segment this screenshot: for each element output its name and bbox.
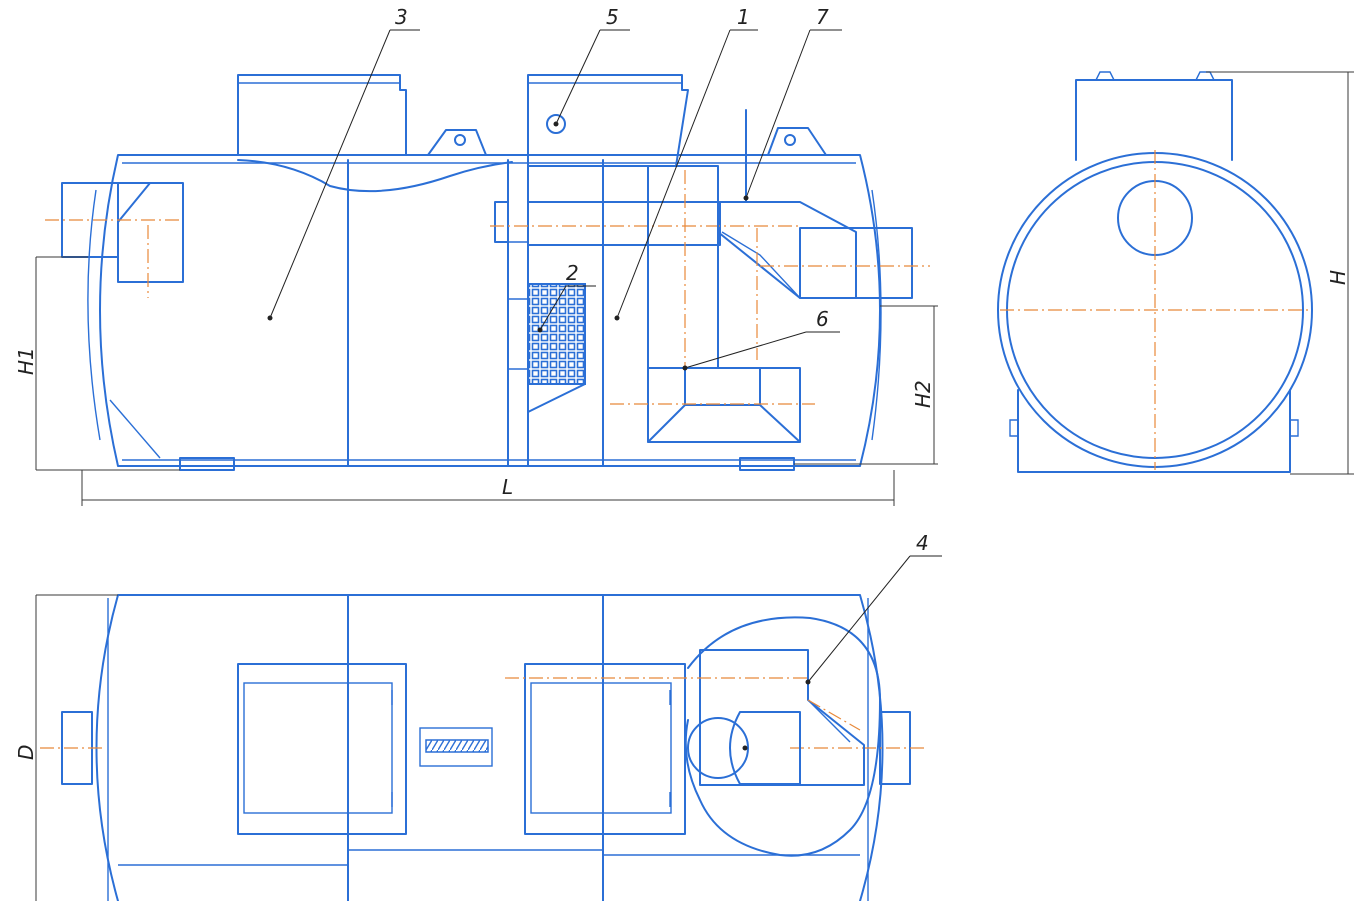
callout-5: 5 bbox=[553, 5, 630, 127]
callout-2-label: 2 bbox=[566, 261, 579, 285]
hatch-left bbox=[237, 663, 407, 835]
filter-hopper bbox=[527, 383, 586, 413]
neck-left bbox=[237, 74, 407, 156]
dim-d-label: D bbox=[14, 745, 38, 760]
callout-7-label: 7 bbox=[816, 5, 829, 29]
callout-3-label: 3 bbox=[395, 5, 408, 29]
dim-h2: H2 bbox=[794, 305, 938, 465]
callout-7: 7 bbox=[743, 5, 842, 201]
outlet-device-center bbox=[742, 745, 748, 751]
callout-6-label: 6 bbox=[816, 307, 829, 331]
dim-d: D bbox=[14, 594, 118, 901]
tank-body-inner-line bbox=[122, 162, 856, 461]
dim-h-label: H bbox=[1326, 270, 1350, 285]
outlet-device-axis-diag bbox=[807, 699, 861, 731]
plan-inlet bbox=[61, 711, 93, 785]
callout-6: 6 bbox=[682, 307, 840, 371]
end-view: H bbox=[997, 71, 1354, 475]
outlet-device-pipe bbox=[729, 711, 801, 785]
plan-bottom-lines bbox=[118, 849, 860, 866]
callout-1-label: 1 bbox=[737, 5, 750, 29]
dim-h1-label: H1 bbox=[14, 347, 38, 375]
dim-h: H bbox=[1206, 71, 1354, 475]
outlet-device-contour bbox=[684, 616, 881, 857]
callout-2: 2 bbox=[537, 261, 596, 333]
neck-left-dome bbox=[237, 159, 513, 193]
inlet-pipe bbox=[61, 182, 119, 258]
outlet-device-elbow bbox=[807, 699, 851, 743]
top-view: D bbox=[14, 594, 925, 901]
lifting-lug-left bbox=[427, 129, 487, 156]
drain-grate bbox=[425, 739, 489, 753]
end-neck bbox=[1075, 79, 1233, 161]
support-left bbox=[179, 457, 235, 471]
outlet-device-box bbox=[699, 649, 865, 786]
outlet-elbow-inner bbox=[721, 231, 801, 299]
dim-l: L bbox=[81, 470, 895, 506]
callout-3: 3 bbox=[267, 5, 420, 321]
drain-frame bbox=[419, 727, 493, 767]
callout-4-label: 4 bbox=[916, 531, 929, 555]
front-view: H1 H2 L bbox=[14, 74, 938, 506]
outlet-device-ring bbox=[687, 717, 749, 779]
dim-l-label: L bbox=[502, 475, 513, 499]
tank-end-left bbox=[87, 189, 101, 441]
coalescer-column bbox=[647, 165, 719, 369]
callouts: 3 5 1 7 2 6 bbox=[267, 5, 942, 685]
flow-pipe bbox=[494, 201, 721, 246]
end-neck-cap bbox=[1095, 71, 1215, 81]
outlet-pipe bbox=[799, 227, 913, 299]
tank-body-outline bbox=[99, 154, 881, 467]
tank-plan-end-lines bbox=[107, 598, 869, 901]
lifting-lug-right bbox=[767, 127, 827, 156]
coalescer-hopper bbox=[647, 367, 801, 443]
hatch-center bbox=[524, 663, 686, 835]
end-supports bbox=[1017, 389, 1291, 473]
plan-outlet bbox=[879, 711, 911, 785]
callout-4: 4 bbox=[805, 531, 942, 685]
sensor-port bbox=[546, 114, 566, 134]
dim-h1: H1 bbox=[14, 256, 180, 471]
tank-end-right bbox=[871, 189, 882, 441]
callout-1: 1 bbox=[614, 5, 758, 321]
filter-mesh bbox=[527, 283, 586, 385]
inlet-slope bbox=[109, 399, 161, 459]
callout-5-label: 5 bbox=[606, 5, 619, 29]
dim-h2-label: H2 bbox=[911, 380, 935, 408]
neck-center bbox=[527, 74, 689, 167]
end-support-lugs bbox=[1009, 419, 1299, 437]
inlet-tee bbox=[117, 182, 184, 283]
